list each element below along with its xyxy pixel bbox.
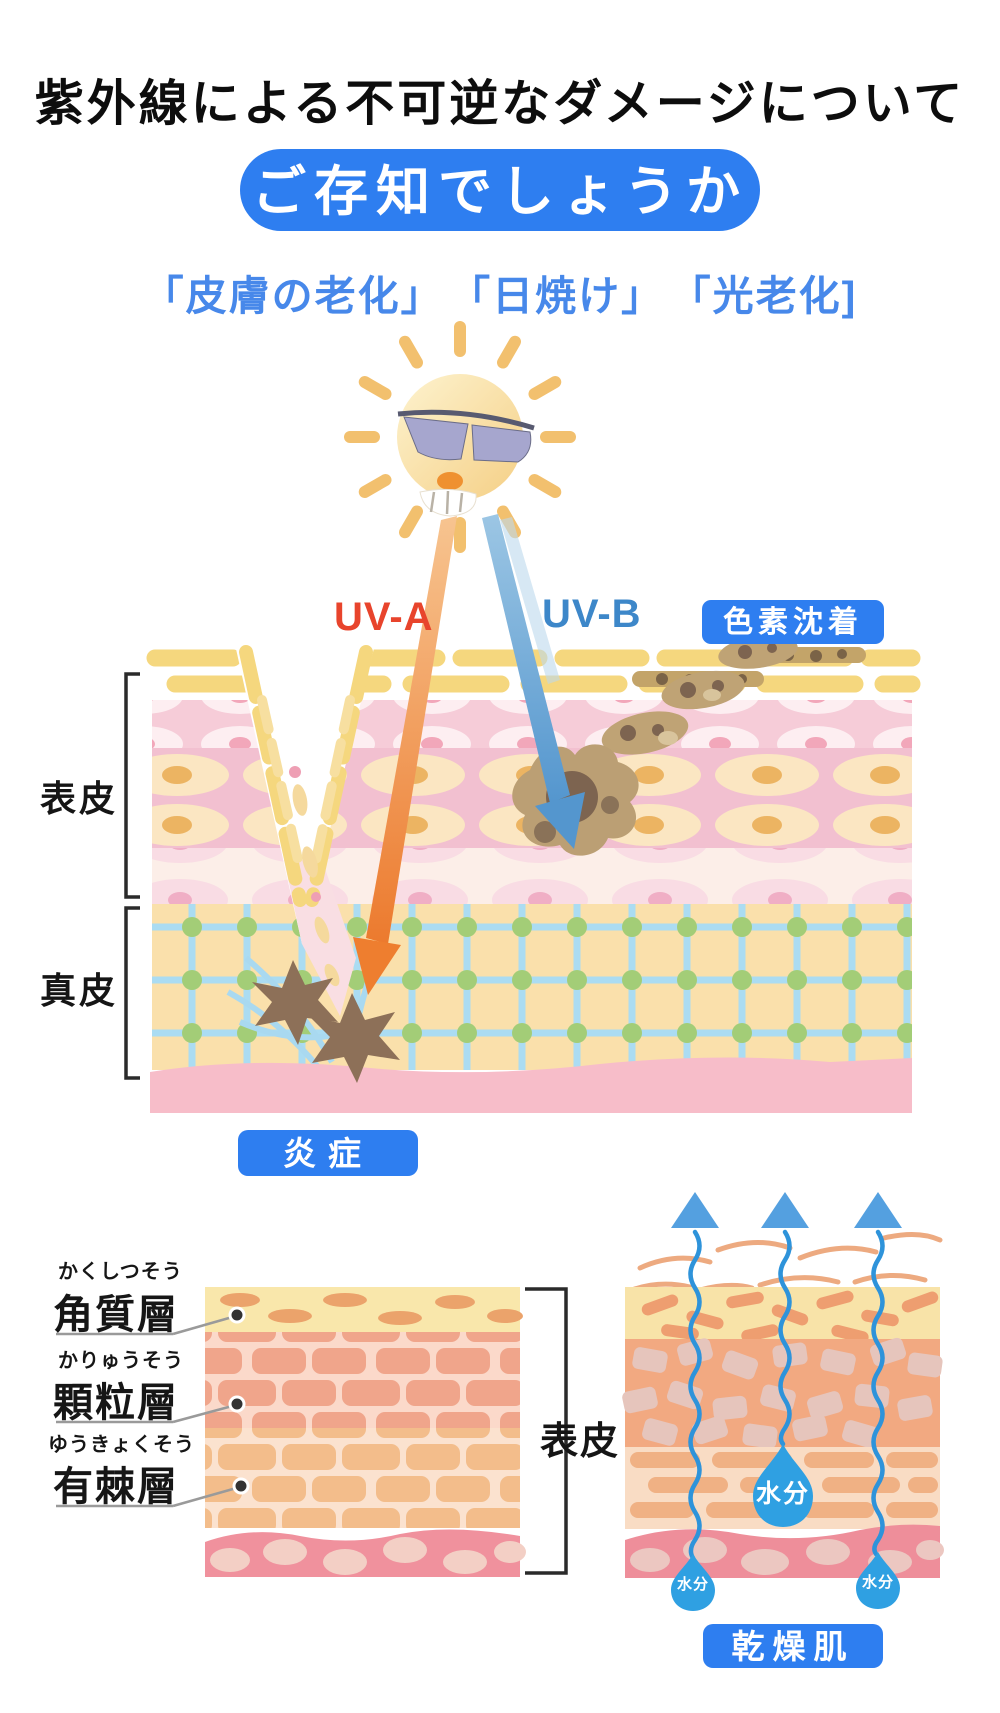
epidermis-dermis-brackets (124, 672, 140, 1080)
water-drops (671, 1444, 900, 1611)
epidermis-right-label: 表皮 (540, 1421, 621, 1463)
main-skin-diagram (124, 635, 921, 1113)
basal-layer (152, 848, 912, 904)
dermis-bottom-band (150, 1057, 912, 1113)
stratum-corneum-furigana: かくしつそう (58, 1261, 183, 1283)
spinous-furigana: ゆうきょくそう (48, 1434, 195, 1456)
moisture-label-right: 水分 (861, 1574, 894, 1591)
stratum-corneum-band (205, 1287, 520, 1332)
keyword-photoaging: 「光老化] (690, 273, 858, 319)
epidermis-bracket-right (525, 1287, 568, 1575)
sun-rays (344, 321, 576, 553)
dry-skin-diagram (622, 1192, 944, 1611)
wrinkle (234, 640, 376, 1016)
dry-skin-badge: 乾燥肌 (703, 1624, 883, 1668)
layer-diagram (56, 1287, 568, 1577)
moisture-waves (688, 1229, 885, 1561)
pigmentation-badge: 色素沈着 (702, 600, 884, 644)
sun-illustration (344, 321, 576, 553)
spinous-band (205, 1428, 520, 1528)
granular-band (205, 1332, 520, 1428)
moisture-label-big: 水分 (755, 1480, 810, 1508)
label-marker-dots (228, 1306, 250, 1495)
uvb-glow (500, 517, 560, 684)
uvb-label: UV-B (542, 592, 642, 636)
evaporation-arrows (671, 1192, 902, 1228)
moisture-label-left: 水分 (676, 1576, 709, 1593)
uvb-arrowhead (535, 792, 585, 849)
dermis-label: 真皮 (40, 970, 119, 1011)
sun-grin (419, 488, 477, 517)
page-title: 紫外線による不可逆なダメージについて (34, 74, 966, 132)
inflammation-badge: 炎症 (238, 1130, 418, 1176)
spinous-label: 有棘層 (53, 1465, 179, 1509)
uva-arrowhead (353, 937, 401, 995)
keyword-sunburn: 「日焼け」 (469, 273, 665, 319)
question-badge: ご存知でしょうか (240, 149, 760, 231)
uva-arrow (366, 516, 457, 944)
keyword-list: 「皮膚の老化」「日焼け」「光老化] (0, 262, 1000, 322)
sunglasses-icon (397, 409, 535, 463)
label-leader-lines (56, 1314, 241, 1508)
granular-label: 顆粒層 (53, 1381, 179, 1425)
granular-furigana: かりゅうそう (58, 1350, 184, 1372)
uva-label: UV-A (334, 595, 434, 639)
uv-beams (353, 514, 585, 995)
epidermis-label: 表皮 (40, 778, 119, 819)
sun-nose (437, 472, 463, 490)
uvb-arrow (482, 514, 570, 803)
keyword-skin-aging: 「皮膚の老化」 (142, 273, 444, 319)
stratum-corneum-label: 角質層 (53, 1293, 179, 1337)
inflammation-stars (252, 960, 400, 1083)
melanin-chain (601, 635, 866, 755)
